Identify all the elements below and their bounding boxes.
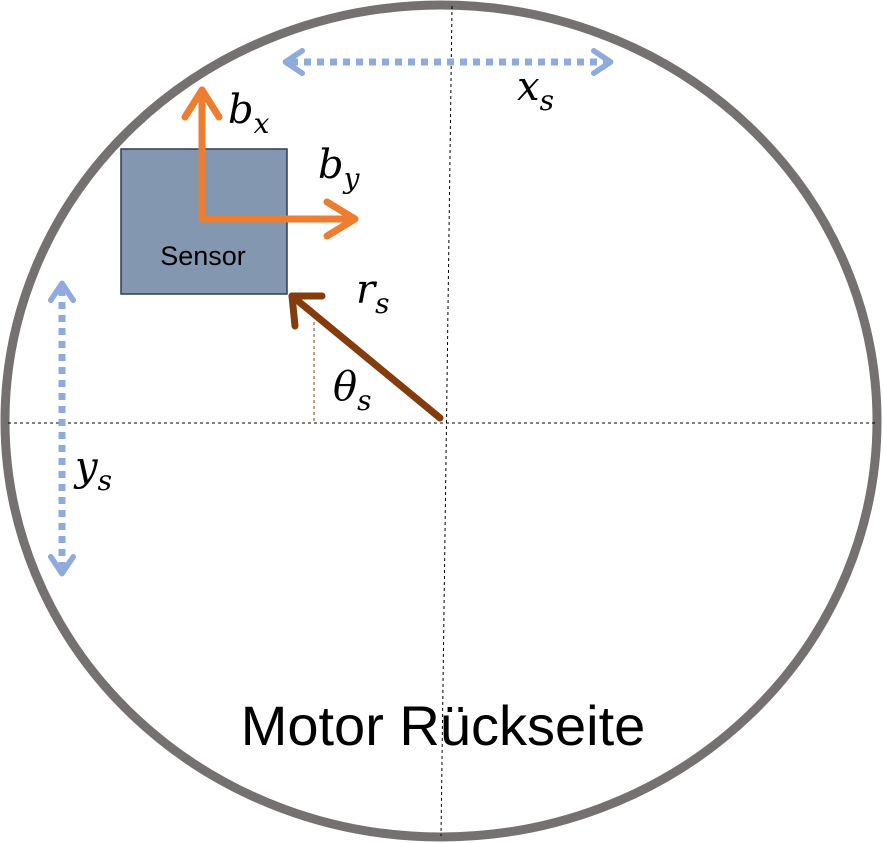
vertical-center-line xyxy=(440,5,453,837)
position-vector xyxy=(288,292,444,422)
rs-arrow xyxy=(288,292,444,422)
label-by: by xyxy=(318,142,361,195)
rs-arrowhead xyxy=(288,292,326,330)
label-theta: θs xyxy=(333,364,371,417)
bx-arrowhead xyxy=(181,86,223,121)
dimension-arrows xyxy=(48,48,614,577)
label-bx: bx xyxy=(228,87,270,140)
sensor-axes xyxy=(181,86,359,240)
label-rs: rs xyxy=(356,267,390,320)
sensor-label: Sensor xyxy=(160,241,246,271)
label-ys: ys xyxy=(73,444,112,497)
label-xs: xs xyxy=(517,64,554,117)
motor-caption: Motor Rückseite xyxy=(241,694,646,757)
by-arrowhead xyxy=(323,198,359,240)
